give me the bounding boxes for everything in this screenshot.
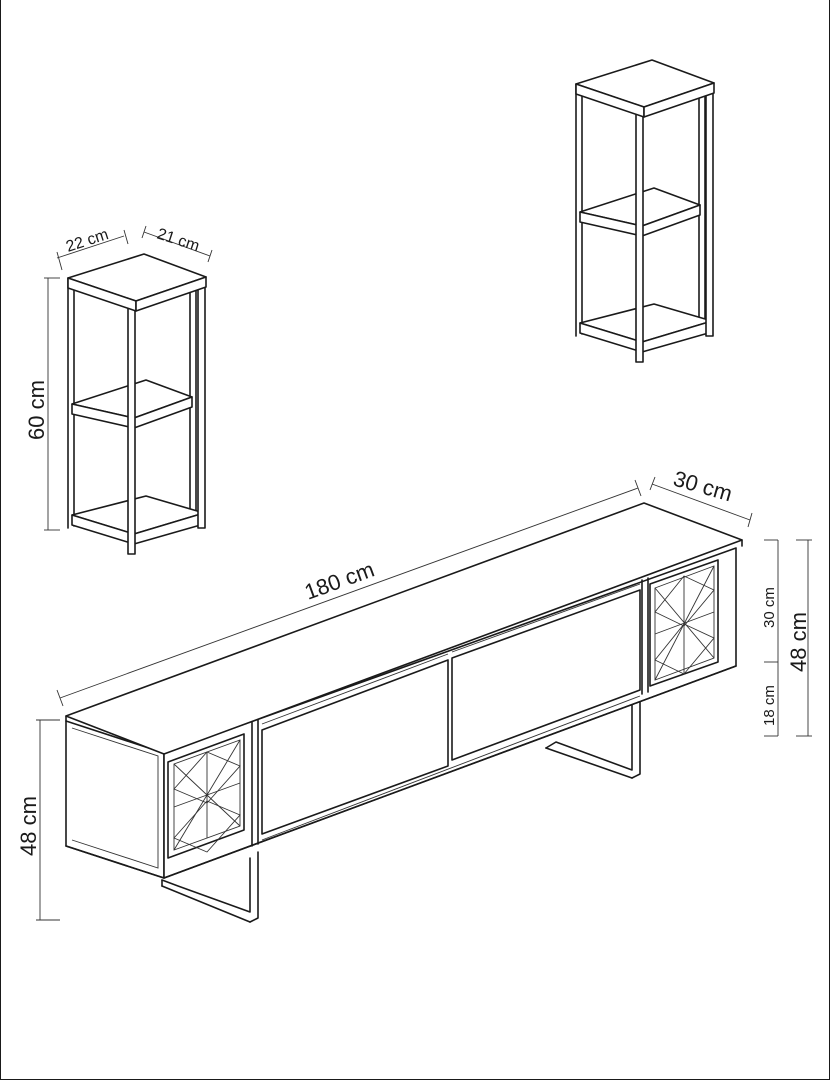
shelf-depth-label: 21 cm: [155, 226, 202, 256]
tv-stand-dimension-lines: [36, 476, 812, 921]
tv-leg-height-label: 18 cm: [761, 685, 778, 726]
shelf-height-label: 60 cm: [24, 380, 49, 440]
tv-height-right-label: 48 cm: [786, 612, 811, 672]
tv-depth-label: 30 cm: [671, 466, 735, 507]
left-shelf-dimension-lines: [44, 225, 213, 531]
left-wall-shelf: [67, 253, 207, 555]
right-wall-shelf: [575, 59, 715, 363]
tv-stand: [65, 502, 743, 923]
tv-height-left-label: 48 cm: [16, 796, 41, 856]
shelf-width-label: 22 cm: [64, 226, 111, 256]
tv-width-label: 180 cm: [301, 557, 377, 605]
tv-body-height-label: 30 cm: [761, 587, 778, 628]
